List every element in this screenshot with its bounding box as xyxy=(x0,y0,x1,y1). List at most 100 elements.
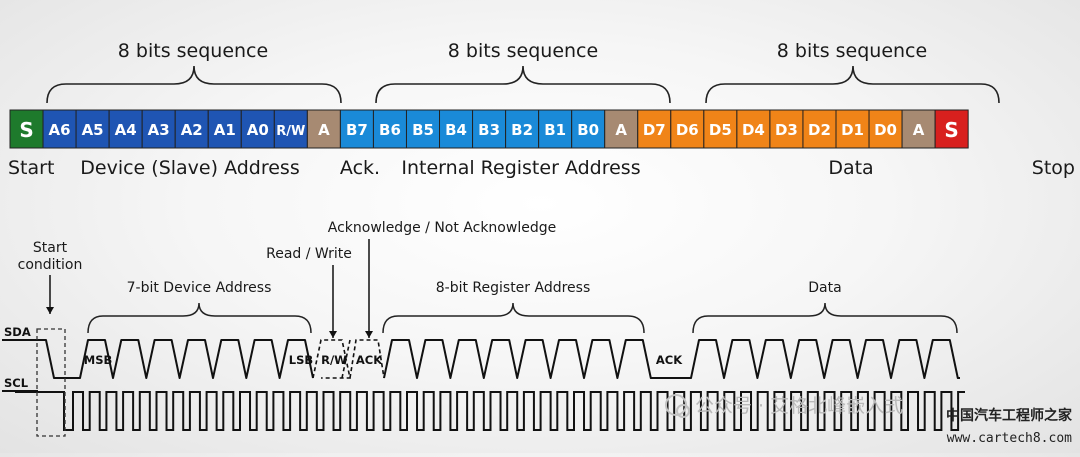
frame-cell: A4 xyxy=(108,109,143,149)
frame-cell-label: B3 xyxy=(478,121,500,139)
sequence-label-3: 8 bits sequence xyxy=(777,40,927,62)
frame-cell-label: A xyxy=(615,121,627,139)
frame-cell-box xyxy=(505,109,540,149)
frame-cell: D6 xyxy=(670,109,705,149)
frame-cell-box xyxy=(240,109,275,149)
sequence-label-2: 8 bits sequence xyxy=(448,40,598,62)
frame-cell-label: D2 xyxy=(808,121,831,139)
sequence-braces xyxy=(46,65,1000,104)
frame-cell: D7 xyxy=(637,109,672,149)
rw-bit-label: R/W xyxy=(321,353,347,367)
frame-cell: B3 xyxy=(472,109,507,149)
frame-cell: A2 xyxy=(174,109,209,149)
scl-waveform xyxy=(15,391,965,431)
frame-cell: B0 xyxy=(571,109,606,149)
frame-cell-box xyxy=(868,109,903,149)
frame-cell: D5 xyxy=(703,109,738,149)
sda-label: SDA xyxy=(4,325,31,339)
timing-register-address-label: 8-bit Register Address xyxy=(436,280,591,296)
ack-bit-label-1: ACK xyxy=(356,353,383,367)
msb-label: MSB xyxy=(84,353,113,367)
frame-cell-label: A2 xyxy=(181,121,203,139)
frame-cell-box xyxy=(901,109,936,149)
brace-device-address xyxy=(46,65,342,104)
frame-cell-label: D7 xyxy=(643,121,666,139)
frame-cell-label: B1 xyxy=(544,121,566,139)
frame-cell-label: D4 xyxy=(742,121,765,139)
frame-cell: A3 xyxy=(141,109,176,149)
brace-8bit-register xyxy=(382,302,645,334)
frame-cell-box xyxy=(9,109,44,149)
frame-cell-label: B7 xyxy=(346,121,368,139)
frame-cell-box xyxy=(538,109,573,149)
frame-cell-label: D0 xyxy=(874,121,897,139)
data-label: Data xyxy=(828,157,873,179)
frame-cell-label: A3 xyxy=(148,121,170,139)
frame-cell: D0 xyxy=(868,109,903,149)
frame-cell-box xyxy=(802,109,837,149)
ack-bit-label-2: ACK xyxy=(656,353,683,367)
frame-cell: S xyxy=(934,109,969,149)
frame-cell-box xyxy=(174,109,209,149)
frame-cell-box xyxy=(42,109,77,149)
read-write-label: Read / Write xyxy=(266,246,352,262)
frame-cell-label: R/W xyxy=(276,124,305,139)
brace-register-address xyxy=(375,65,671,104)
sda-waveform xyxy=(15,339,960,379)
frame-cell-box xyxy=(372,109,407,149)
frame-cell-label: A xyxy=(913,121,925,139)
ack-nack-label: Acknowledge / Not Acknowledge xyxy=(328,220,556,236)
frame-cell-box xyxy=(75,109,110,149)
watermark-text: 公众号 · 艾格北峰嵌入式 xyxy=(695,395,903,417)
frame-cell-box xyxy=(273,109,308,149)
frame-cell-box xyxy=(141,109,176,149)
frame-cell: D3 xyxy=(769,109,804,149)
timing-braces xyxy=(87,302,958,334)
frame-cell-box xyxy=(571,109,606,149)
ack-label: Ack. xyxy=(340,157,380,179)
frame-cell: A1 xyxy=(207,109,242,149)
frame-cell-label: S xyxy=(944,118,958,142)
frame-cell-label: D1 xyxy=(841,121,864,139)
frame-cell: B4 xyxy=(439,109,474,149)
timing-data-label: Data xyxy=(808,280,841,296)
frame-cell: A xyxy=(604,109,639,149)
frame-cell-label: A1 xyxy=(214,121,236,139)
frame-cell: D1 xyxy=(835,109,870,149)
frame-cell-label: A6 xyxy=(49,121,71,139)
frame-cell: D2 xyxy=(802,109,837,149)
frame-cell: B7 xyxy=(339,109,374,149)
scl-label: SCL xyxy=(4,376,29,390)
frame-cell-label: D5 xyxy=(709,121,732,139)
frame-cell-label: B5 xyxy=(412,121,434,139)
frame-cell: A xyxy=(901,109,936,149)
frame-cell-box xyxy=(934,109,969,149)
frame-cell-label: B6 xyxy=(379,121,401,139)
frame-cell-label: A xyxy=(318,121,330,139)
frame-cell: B1 xyxy=(538,109,573,149)
wechat-icon-inner xyxy=(676,404,690,418)
frame-cell: B6 xyxy=(372,109,407,149)
watermark-url: www.cartech8.com xyxy=(947,431,1072,446)
frame-cell: A5 xyxy=(75,109,110,149)
frame-cell-box xyxy=(207,109,242,149)
frame-cell: S xyxy=(9,109,44,149)
frame-cell: B2 xyxy=(505,109,540,149)
frame-cell-label: D6 xyxy=(676,121,699,139)
start-condition-box xyxy=(36,328,66,437)
sda-waveform-dashed xyxy=(312,339,385,379)
start-condition-label-2: condition xyxy=(18,257,83,273)
frame-cell-box xyxy=(736,109,771,149)
brace-data xyxy=(705,65,1000,104)
frame-cell-box xyxy=(306,109,341,149)
frame-cell: A0 xyxy=(240,109,275,149)
frame-cell: A xyxy=(306,109,341,149)
start-label: Start xyxy=(8,157,54,179)
frame-cell-label: B0 xyxy=(577,121,599,139)
frame-cell-box xyxy=(405,109,441,149)
frame-cell: A6 xyxy=(42,109,77,149)
frame-cell-label: A5 xyxy=(82,121,104,139)
